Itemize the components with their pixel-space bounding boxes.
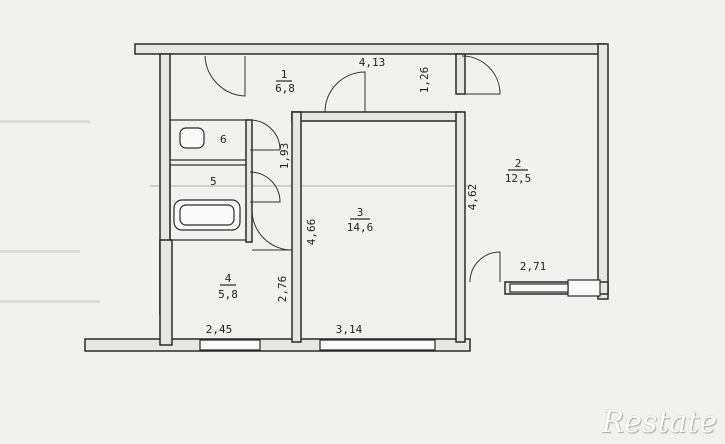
wall-room3-left — [291, 111, 302, 343]
room-5-number: 5 — [210, 175, 217, 188]
door-room4 — [251, 209, 293, 251]
room-2-area: 12,5 — [505, 172, 532, 185]
background-scan-noise — [0, 120, 470, 303]
window-room2 — [509, 283, 569, 293]
wall-room2-left — [455, 53, 466, 95]
toilet-fixture — [179, 127, 205, 149]
wall-top — [134, 43, 606, 55]
room-6-number: 6 — [220, 133, 227, 146]
room-2-number: 2 — [515, 157, 522, 170]
dimension-2-45: 2,45 — [206, 323, 233, 336]
door-balcony — [469, 251, 501, 283]
room-3-number: 3 — [357, 206, 364, 219]
bathtub-inner — [179, 204, 235, 226]
dimension-1-93: 1,93 — [278, 143, 291, 170]
room-1-area: 6,8 — [275, 82, 295, 95]
room-1-number: 1 — [281, 68, 288, 81]
wall-room3-right — [455, 111, 466, 343]
door-wc — [249, 119, 281, 151]
dimension-2-76: 2,76 — [276, 276, 289, 303]
room-3-area: 14,6 — [347, 221, 374, 234]
dimension-2-71: 2,71 — [520, 260, 547, 273]
room-4-number: 4 — [225, 272, 232, 285]
dimension-1-26: 1,26 — [418, 67, 431, 94]
door-entrance — [204, 55, 246, 97]
wall-left-lower — [159, 239, 173, 346]
dimension-3-14: 3,14 — [336, 323, 363, 336]
door-room2 — [461, 55, 501, 95]
door-room3 — [324, 71, 366, 113]
dimension-4-66: 4,66 — [305, 219, 318, 246]
pillar-right — [567, 279, 601, 297]
wall-right — [597, 43, 609, 300]
door-bath — [249, 171, 281, 203]
restate-watermark: Restate — [601, 405, 718, 440]
room-4-area: 5,8 — [218, 288, 238, 301]
wall-room3-top — [291, 111, 463, 122]
dimension-4-62: 4,62 — [466, 184, 479, 211]
window-room4 — [199, 339, 261, 351]
window-room3 — [319, 339, 436, 351]
wall-bath-right — [245, 119, 253, 243]
dimension-4-13: 4,13 — [359, 56, 386, 69]
